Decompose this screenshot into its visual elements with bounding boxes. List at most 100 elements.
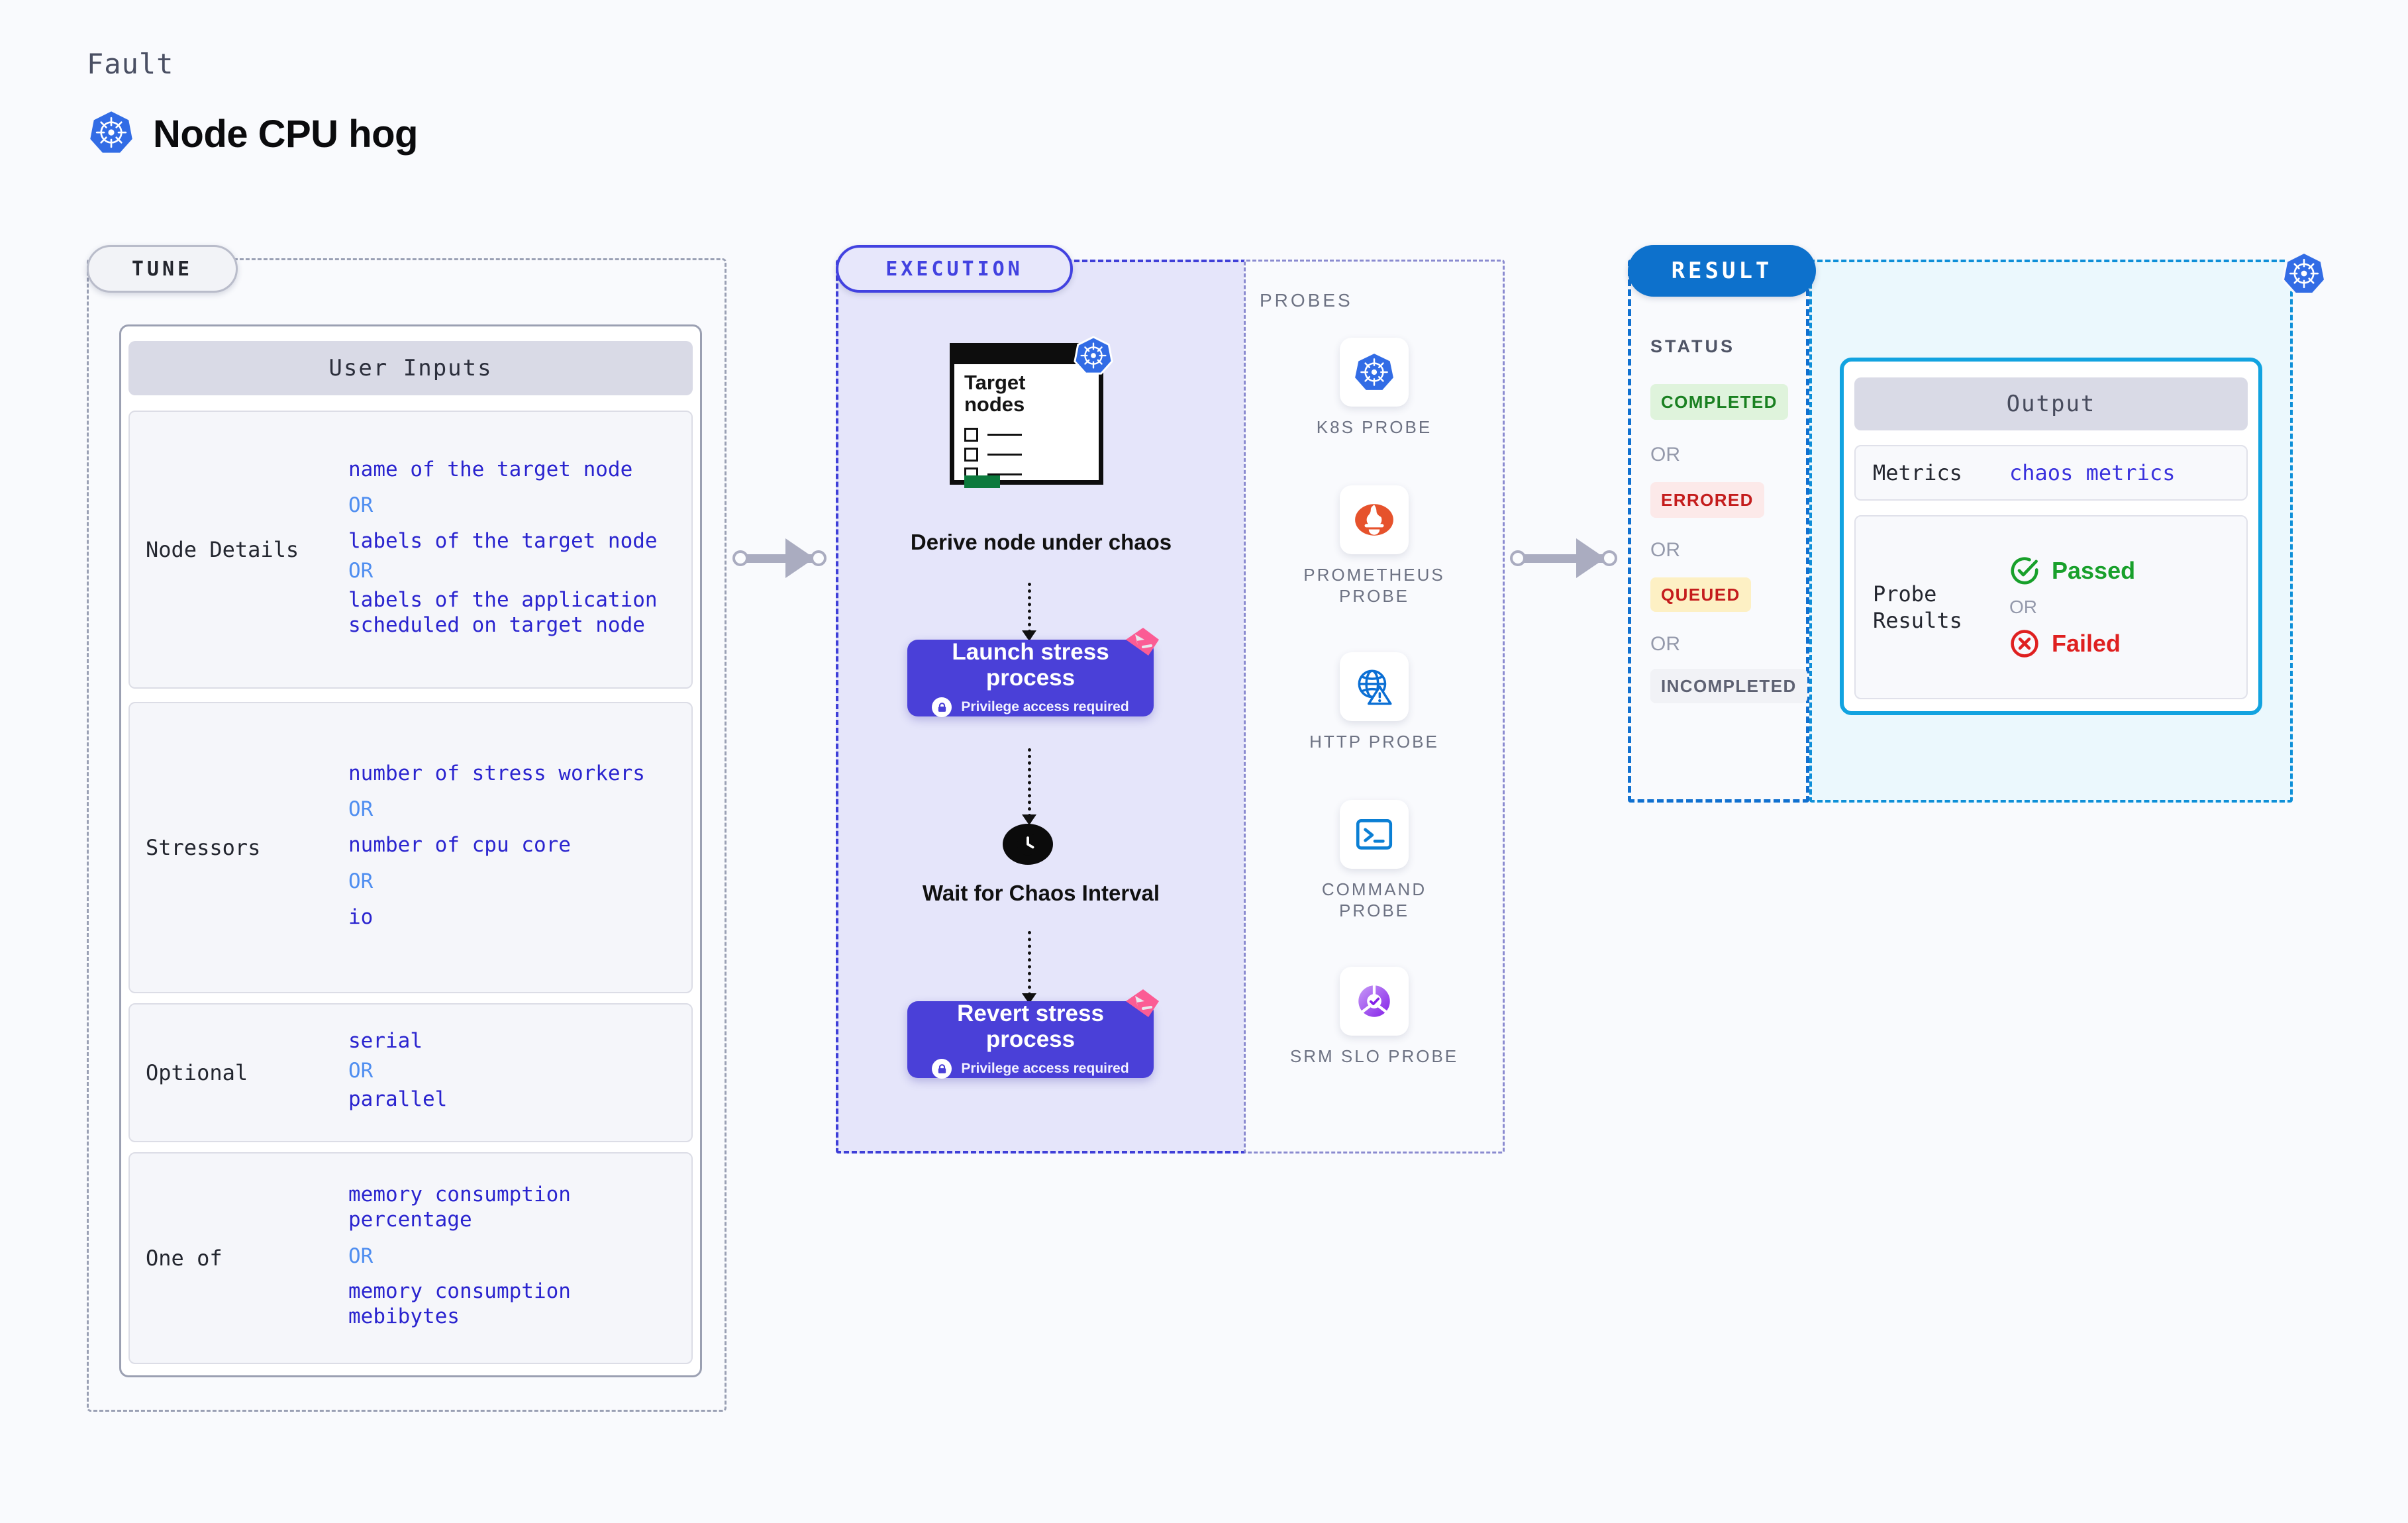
arrow-stem — [1028, 748, 1031, 824]
input-group-label: Optional — [146, 1060, 248, 1085]
srm-slo-icon — [1340, 967, 1409, 1036]
status-badge-incompleted: INCOMPLETED — [1650, 669, 1807, 703]
line-placeholder — [987, 434, 1022, 436]
privilege-note-text: Privilege access required — [961, 1061, 1129, 1077]
status-badge-completed: COMPLETED — [1650, 384, 1788, 420]
kubernetes-icon — [2281, 250, 2327, 297]
input-value: number of stress workers — [348, 761, 645, 785]
list-item — [964, 428, 1022, 442]
input-group-label: Stressors — [146, 835, 261, 860]
probe-item-k8s[interactable]: K8S PROBE — [1288, 338, 1460, 438]
connector-arrowhead — [785, 538, 815, 578]
output-row-value: chaos metrics — [2009, 460, 2246, 485]
output-row-label: Metrics — [1873, 460, 1962, 485]
arrow-stem — [1028, 583, 1031, 640]
output-row-label: Probe Results — [1873, 581, 1962, 633]
or-separator: OR — [348, 797, 374, 822]
lock-icon — [932, 1059, 952, 1079]
input-group-values: number of stress workers OR number of cp… — [348, 762, 691, 934]
probe-item-command[interactable]: COMMAND PROBE — [1288, 800, 1460, 921]
input-group-optional: Optional serial OR parallel — [128, 1003, 693, 1142]
probe-result-failed: Failed — [2009, 628, 2246, 659]
status-badge-queued: QUEUED — [1650, 577, 1751, 612]
result-chip[interactable]: RESULT — [1628, 245, 1816, 297]
step-title: Revert stress process — [957, 1000, 1104, 1052]
or-separator: OR — [348, 869, 374, 893]
or-separator: OR — [1650, 444, 1680, 466]
output-row-value: Passed OR Failed — [2009, 556, 2246, 659]
or-separator: OR — [348, 1058, 374, 1083]
input-value: memory consumption mebibytes — [348, 1279, 571, 1329]
output-row-metrics: Metrics chaos metrics — [1854, 445, 2248, 501]
arrow-head — [1022, 814, 1036, 825]
probes-caption: PROBES — [1260, 290, 1353, 311]
checkbox-icon — [964, 448, 978, 462]
output-title: Output — [1854, 377, 2248, 430]
step-launch-stress-process[interactable]: Launch stress process Privilege access r… — [907, 628, 1159, 718]
arrow-stem — [1028, 931, 1031, 1003]
or-separator: OR — [348, 493, 374, 518]
probe-item-prometheus[interactable]: PROMETHEUS PROBE — [1288, 485, 1460, 607]
step-caption-wait: Wait for Chaos Interval — [922, 881, 1160, 905]
line-placeholder — [987, 454, 1022, 456]
input-group-label: Node Details — [146, 537, 299, 562]
list-item — [964, 448, 1022, 462]
kubernetes-icon — [1073, 335, 1114, 376]
connector-arrowhead — [1576, 538, 1605, 578]
fault-title-row: Node CPU hog — [88, 109, 418, 159]
status-caption: STATUS — [1650, 336, 1735, 356]
tune-chip[interactable]: TUNE — [87, 245, 238, 293]
input-group-values: name of the target node OR labels of the… — [348, 458, 691, 642]
connector-tune-to-execution — [727, 538, 840, 578]
checkbox-icon — [964, 428, 978, 442]
input-group-node-details: Node Details name of the target node OR … — [128, 411, 693, 689]
input-value: labels of the target node — [348, 529, 658, 554]
connector-dot-left — [1510, 550, 1526, 566]
probe-label: K8S PROBE — [1316, 417, 1432, 437]
input-group-values: serial OR parallel — [348, 1029, 691, 1116]
fault-eyebrow: Fault — [87, 48, 174, 80]
or-separator: OR — [2009, 597, 2037, 617]
terminal-icon — [1340, 800, 1409, 869]
arrow-head — [1022, 630, 1036, 641]
connector-dot-right — [811, 550, 827, 566]
page-title: Node CPU hog — [153, 113, 418, 156]
result-region — [1628, 260, 1809, 803]
connector-dot-right — [1601, 550, 1617, 566]
lock-icon — [932, 697, 952, 718]
metrics-value: chaos metrics — [2009, 460, 2176, 485]
x-circle-icon — [2009, 628, 2040, 659]
probe-fail-label: Failed — [2052, 630, 2121, 657]
probe-pass-label: Passed — [2052, 557, 2136, 584]
http-globe-warning-icon — [1340, 652, 1409, 721]
flow-arrow — [1022, 931, 1036, 1004]
kubernetes-icon — [1340, 338, 1409, 407]
target-nodes-card: Target nodes — [950, 336, 1113, 490]
flow-arrow — [1022, 583, 1036, 641]
probe-item-srm-slo[interactable]: SRM SLO PROBE — [1288, 967, 1460, 1067]
input-value: parallel — [348, 1087, 448, 1112]
or-separator: OR — [1650, 539, 1680, 561]
probe-result-passed: Passed — [2009, 556, 2246, 586]
step-revert-stress-process[interactable]: Revert stress process Privilege access r… — [907, 989, 1159, 1079]
step-title: Launch stress process — [952, 638, 1109, 691]
probe-label: PROMETHEUS PROBE — [1303, 565, 1445, 606]
input-group-stressors: Stressors number of stress workers OR nu… — [128, 702, 693, 993]
litmus-icon — [1123, 625, 1162, 658]
clock-icon — [1003, 824, 1053, 865]
target-nodes-list — [964, 428, 1022, 487]
privilege-note: Privilege access required — [932, 697, 1129, 718]
execution-chip[interactable]: EXECUTION — [836, 245, 1073, 293]
kubernetes-icon — [88, 109, 134, 159]
status-badge-errored: ERRORED — [1650, 482, 1764, 518]
probe-label: SRM SLO PROBE — [1289, 1046, 1459, 1066]
input-value: labels of the application scheduled on t… — [348, 587, 658, 637]
step-caption-derive: Derive node under chaos — [910, 530, 1172, 554]
probe-item-http[interactable]: HTTP PROBE — [1288, 652, 1460, 753]
input-value: memory consumption percentage — [348, 1183, 571, 1232]
green-status-bar — [964, 475, 1000, 488]
probe-label: COMMAND PROBE — [1321, 879, 1427, 920]
input-value: serial — [348, 1028, 423, 1053]
check-circle-icon — [2009, 556, 2040, 586]
target-nodes-heading: Target nodes — [964, 371, 1026, 416]
